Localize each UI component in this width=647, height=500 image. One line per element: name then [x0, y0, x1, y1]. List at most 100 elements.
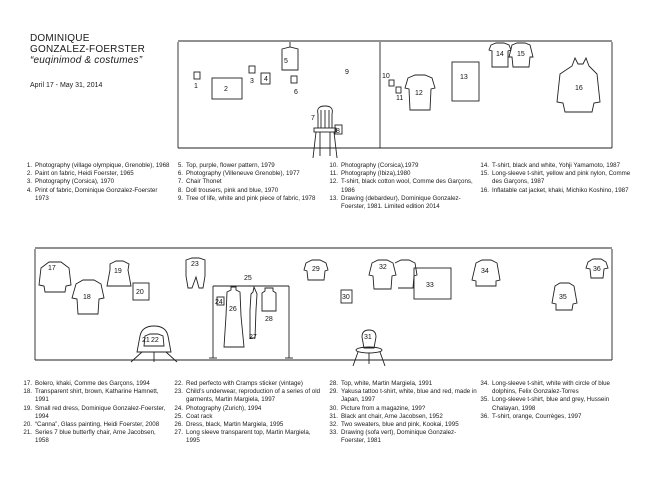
caption-item: 18.Transparent shirt, brown, Katharine H…: [23, 388, 159, 404]
work-25-coat-rack: [209, 285, 293, 359]
caption-item: 25.Coat rack: [174, 412, 213, 420]
work-13-frame: [451, 61, 480, 102]
label-27: 27: [249, 334, 257, 341]
artist-name-line2: GONZALEZ-FOERSTER: [30, 44, 146, 55]
caption-item: 15.Long-sleeve t-shirt, yellow and pink …: [480, 170, 631, 186]
label-8: 8: [336, 128, 340, 135]
caption-item: 13.Drawing (debardeur), Dominique Gonzal…: [329, 194, 461, 211]
label-36: 36: [593, 266, 601, 273]
label-13: 13: [460, 74, 468, 81]
label-15: 15: [517, 51, 525, 58]
label-22: 22: [151, 337, 159, 344]
caption-item: 8.Doll trousers, pink and blue, 1970: [177, 186, 279, 194]
work-34-longsleeve-shape: [471, 259, 501, 287]
work-16-jacket-shape: [556, 56, 601, 113]
work-23-underwear-shape: [185, 257, 206, 289]
caption-item: 2.Paint on fabric, Heidi Foerster, 1965: [26, 170, 134, 178]
label-4: 4: [264, 76, 268, 83]
work-19-dress-shape: [106, 260, 132, 287]
caption-item: 4.Print of fabric, Dominique Gonzalez-Fo…: [26, 186, 158, 202]
work-21-chair: [130, 325, 178, 363]
label-31: 31: [364, 334, 372, 341]
label-6: 6: [294, 89, 298, 96]
caption-column-top-1: 1.Photography (village olympique, Grenob…: [22, 162, 170, 203]
caption-item: 9.Tree of life, white and pink piece of …: [177, 194, 316, 202]
caption-item: 35.Long-sleeve t-shirt, blue and grey, H…: [480, 396, 610, 412]
work-35-longsleeve-shape: [551, 282, 578, 311]
label-3: 3: [250, 78, 254, 85]
label-7: 7: [311, 115, 315, 122]
caption-item: 1.Photography (village olympique, Grenob…: [26, 162, 170, 169]
caption-item: 11.Photography (Ibiza),1980: [329, 170, 411, 178]
work-28-top-shape: [261, 287, 277, 312]
show-title: “euqinimod & costumes”: [30, 55, 143, 66]
label-34: 34: [481, 268, 489, 275]
work-26-dress-shape: [223, 286, 245, 348]
caption-item: 21.Series 7 blue butterfly chair, Arne J…: [23, 429, 156, 445]
caption-item: 34.Long-sleeve t-shirt, white with circl…: [480, 380, 610, 396]
work-20-frame: [132, 282, 150, 301]
work-18-shirt-shape: [71, 279, 105, 315]
label-12: 12: [415, 90, 423, 97]
label-5: 5: [284, 58, 288, 65]
work-7-chair: [312, 105, 338, 159]
label-35: 35: [559, 294, 567, 301]
work-33-frame: [413, 267, 452, 300]
caption-item: 32.Two sweaters, blue and pink, Kookai, …: [329, 421, 459, 429]
work-12-tshirt-shape: [404, 74, 436, 111]
work-17-bolero-shape: [38, 261, 72, 293]
label-20: 20: [136, 289, 144, 296]
caption-item: 10.Photography (Corsica),1979: [329, 162, 419, 169]
work-11-frame: [395, 86, 402, 94]
work-27-top-shape: [249, 285, 258, 339]
caption-item: 30.Picture from a magazine, 199?: [329, 404, 426, 412]
caption-column-top-4: 14.T-shirt, black and white, Yohji Yamam…: [479, 162, 631, 195]
work-14-tshirt-shape: [488, 42, 512, 68]
label-17: 17: [48, 265, 56, 272]
exhibition-dates: April 17 - May 31, 2014: [30, 82, 103, 89]
label-14: 14: [496, 51, 504, 58]
artist-name-line1: DOMINIQUE: [30, 33, 90, 44]
label-33: 33: [426, 282, 434, 289]
caption-item: 14.T-shirt, black and white, Yohji Yamam…: [480, 162, 621, 169]
caption-item: 7.Chair Thonet: [177, 178, 222, 186]
label-25: 25: [244, 275, 252, 282]
caption-item: 24.Photography (Zurich), 1994: [174, 404, 262, 412]
label-30: 30: [342, 294, 350, 301]
caption-column-bottom-1: 17.Bolero, khaki, Comme des Garçons, 199…: [22, 380, 170, 446]
caption-item: 36.T-shirt, orange, Courrèges, 1997: [480, 412, 582, 420]
work-24-frame: [216, 296, 225, 306]
work-32-sweater-shape: [368, 259, 397, 290]
label-2: 2: [224, 86, 228, 93]
bottom-wall: [34, 247, 613, 367]
work-1-frame: [193, 71, 201, 80]
caption-item: 31.Black ant chair, Arne Jacobsen, 1952: [329, 412, 443, 420]
work-3-frame: [248, 65, 256, 74]
work-8-frame: [334, 124, 343, 135]
label-16: 16: [575, 85, 583, 92]
caption-item: 33.Drawing (sofa vert), Dominique Gonzal…: [329, 429, 457, 445]
label-11: 11: [396, 95, 403, 102]
label-19: 19: [114, 268, 122, 275]
work-31-ant-chair: [352, 329, 386, 367]
label-23: 23: [191, 261, 199, 268]
work-2-frame: [211, 77, 243, 100]
caption-column-bottom-3: 28.Top, white, Martin Margiela, 1991 29.…: [328, 380, 478, 446]
caption-column-bottom-4: 34.Long-sleeve t-shirt, white with circl…: [479, 380, 631, 421]
caption-item: 29.Yakusa tattoo t-shirt, white, blue an…: [329, 388, 477, 404]
caption-column-bottom-2: 22.Red perfecto with Cramps sticker (vin…: [173, 380, 323, 446]
caption-item: 20.“Canna”, Glass painting, Heidi Foerst…: [23, 421, 160, 429]
caption-item: 6.Photography (Villeneuve Grenoble), 197…: [177, 170, 300, 178]
label-1: 1: [194, 83, 198, 90]
work-29-tshirt-shape: [303, 259, 329, 281]
label-28: 28: [265, 316, 273, 323]
work-10-frame: [388, 79, 395, 87]
caption-item: 5.Top, purple, flower pattern, 1979: [177, 162, 275, 169]
work-4-frame: [260, 72, 271, 85]
caption-column-top-3: 10.Photography (Corsica),1979 11.Photogr…: [328, 162, 478, 211]
label-9: 9: [345, 69, 349, 76]
caption-item: 26.Dress, black, Martin Margiela, 1995: [174, 421, 284, 429]
label-21: 21: [142, 337, 150, 344]
label-18: 18: [83, 294, 91, 301]
